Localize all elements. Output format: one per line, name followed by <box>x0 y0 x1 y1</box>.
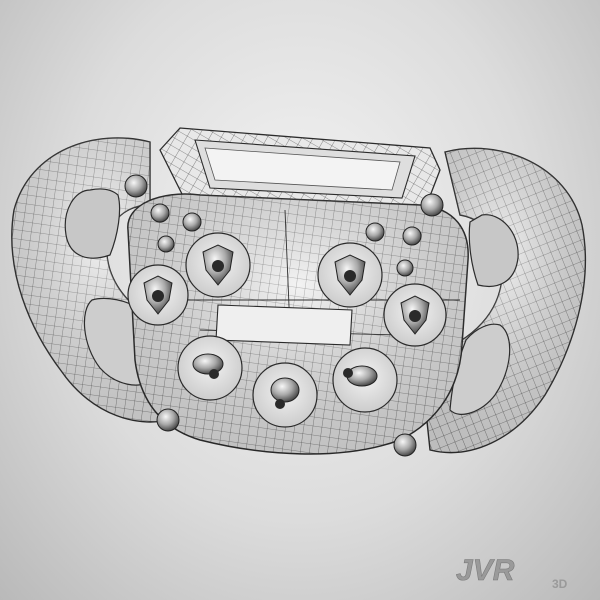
button-knob <box>124 174 148 198</box>
display-housing <box>159 127 441 223</box>
rotary-dial-right <box>383 283 447 347</box>
rotary-dial-left <box>127 264 189 326</box>
lower-dial-center <box>252 362 318 428</box>
small-buttons <box>124 174 444 457</box>
logo-suffix: 3D <box>552 577 568 590</box>
lower-dial-right <box>332 347 398 413</box>
rotary-dial-top-right <box>317 242 383 308</box>
button-knob <box>396 259 414 277</box>
button-knob <box>156 408 180 432</box>
button-knob <box>157 235 175 253</box>
jvr-3d-logo: JVR 3D <box>456 554 568 590</box>
logo-text: JVR <box>456 554 515 587</box>
rotary-dials <box>127 232 447 347</box>
button-knob <box>420 193 444 217</box>
button-knob <box>150 203 170 223</box>
button-knob <box>402 226 422 246</box>
button-knob <box>365 222 385 242</box>
lower-dial-left <box>177 335 243 401</box>
rotary-dial-top-left <box>185 232 251 298</box>
button-knob <box>182 212 202 232</box>
right-grip <box>419 147 587 454</box>
lower-dials <box>177 335 398 428</box>
button-knob <box>393 433 417 457</box>
